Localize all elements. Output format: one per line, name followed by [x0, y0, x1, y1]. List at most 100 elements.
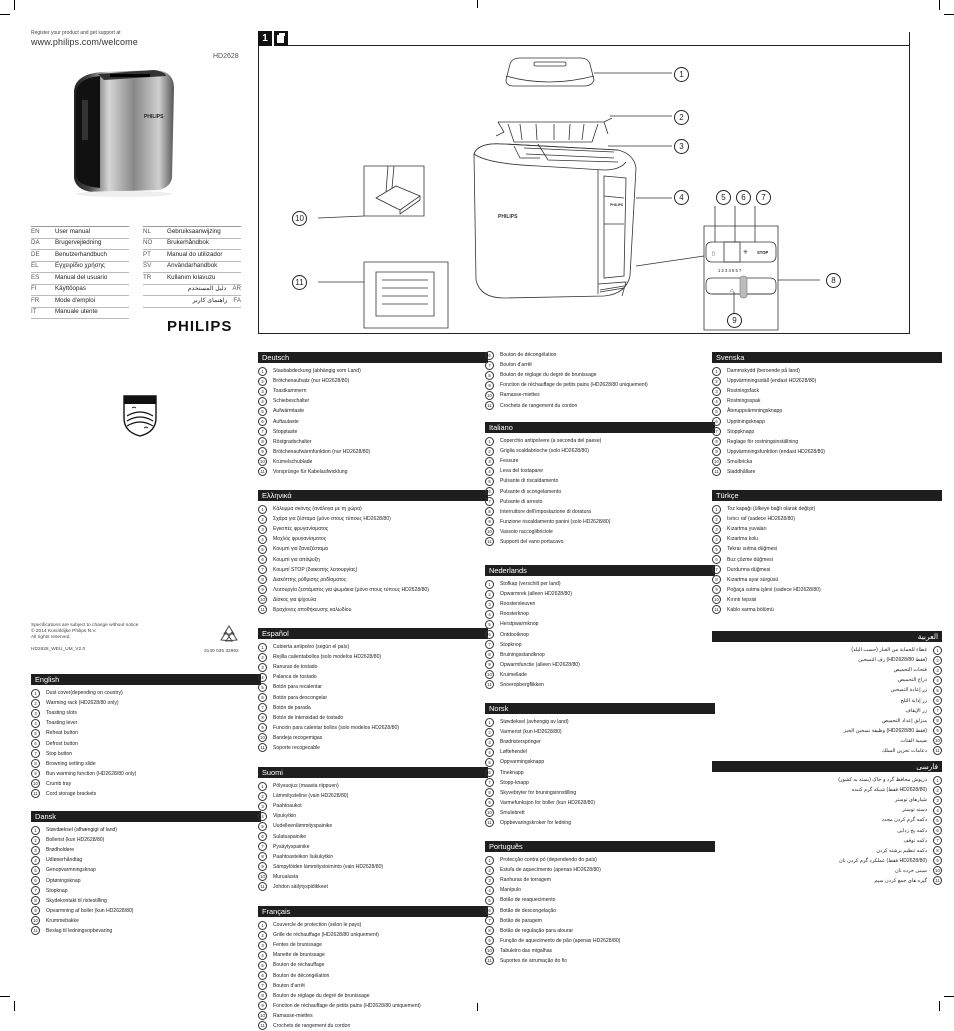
item-number: 3 [485, 737, 494, 747]
item-number: 3 [31, 845, 40, 855]
item-number: 11 [712, 605, 721, 615]
item-number: 10 [258, 595, 267, 605]
item-label: Funzione riscaldamento panini (solo HD26… [500, 518, 611, 525]
item-label: Función para calentar bollos (solo model… [273, 724, 399, 731]
item-label: Poğaça ısıtma işlevi (sadece HD2628/80) [727, 586, 821, 593]
item-label: Genopvarmningsknap [46, 867, 96, 874]
item-number: 4 [258, 811, 267, 821]
item-label: Stofkap (verschilt per land) [500, 581, 561, 588]
item-number: 7 [258, 427, 267, 437]
item-number: 7 [712, 565, 721, 575]
item-label: Vassoio raccoglibriciole [500, 528, 553, 535]
item-number: 9 [485, 936, 494, 946]
item-label: Ranhuras de torragem [500, 877, 551, 884]
callout-8: 8 [826, 273, 841, 288]
list-item: 3 Ranhuras de torragem [485, 875, 715, 885]
item-number: 3 [485, 875, 494, 885]
item-label: Oppbevaringskroker for ledning [500, 819, 572, 826]
item-number: 4 [258, 396, 267, 406]
item-label: Soporte recogecable [273, 744, 321, 751]
item-label: Fonction de réchauffage de petits pains … [273, 1002, 421, 1009]
item-label: Krummebakke [46, 917, 79, 924]
item-number: 10 [485, 946, 494, 956]
item-number: 11 [933, 746, 942, 756]
item-label: Stop button [46, 750, 73, 757]
item-number: 8 [258, 852, 267, 862]
item-number: 8 [485, 370, 494, 380]
item-label: Kızartma kolu [727, 536, 759, 543]
item-label: Pölysuojus (maasta riippuen) [273, 783, 339, 790]
item-label: Stoppknapp [727, 428, 755, 435]
item-label: Smulbricka [727, 458, 753, 465]
item-number: 8 [485, 926, 494, 936]
item-label: Beslag til ledningsopbevaring [46, 927, 113, 934]
item-label: Optøningsknap [46, 877, 81, 884]
item-label: صينية الفتات [900, 737, 927, 744]
item-number: 10 [933, 866, 942, 876]
item-number: 7 [485, 497, 494, 507]
item-number: 8 [485, 507, 494, 517]
item-number: 1 [258, 920, 267, 930]
item-label: سینی خرده نان [894, 867, 927, 874]
item-number: 9 [712, 447, 721, 457]
item-label: Fonction de réchauffage de petits pains … [500, 382, 648, 389]
item-number: 10 [258, 457, 267, 467]
item-number: 7 [485, 360, 494, 370]
item-label: ذراع التحميص [897, 677, 927, 684]
item-number: 1 [485, 717, 494, 727]
item-number: 5 [485, 757, 494, 767]
item-label: Leva del tostapane [500, 468, 544, 475]
item-number: 1 [258, 366, 267, 376]
item-number: 9 [258, 1001, 267, 1011]
item-number: 4 [485, 466, 494, 476]
item-number: 5 [933, 685, 942, 695]
item-number: 6 [933, 826, 942, 836]
item-label: Isıtıcı raf (sadece HD2628/80) [727, 516, 795, 523]
item-number: 11 [31, 789, 40, 799]
item-label: Støvdæksel (afhængigt af land) [46, 827, 118, 834]
item-number: 11 [258, 882, 267, 892]
item-number: 5 [258, 821, 267, 831]
item-label: Buz çözme düğmesi [727, 556, 773, 563]
item-number: 4 [258, 672, 267, 682]
item-number: 3 [712, 524, 721, 534]
item-label: Bun warming function (HD2628/80 only) [46, 770, 137, 777]
item-number: 8 [485, 650, 494, 660]
item-number: 11 [712, 467, 721, 477]
item-label: دعامات تخزين السلك [881, 747, 927, 754]
website-url[interactable]: www.philips.com/welcome [31, 37, 138, 47]
page-number: 1 [258, 31, 272, 46]
item-label: Upptiningsknapp [727, 418, 765, 425]
item-label: Κάλυμμα σκόνης (ανάλογα με τη χώρα) [273, 506, 362, 513]
section-title: Nederlands [485, 565, 715, 576]
